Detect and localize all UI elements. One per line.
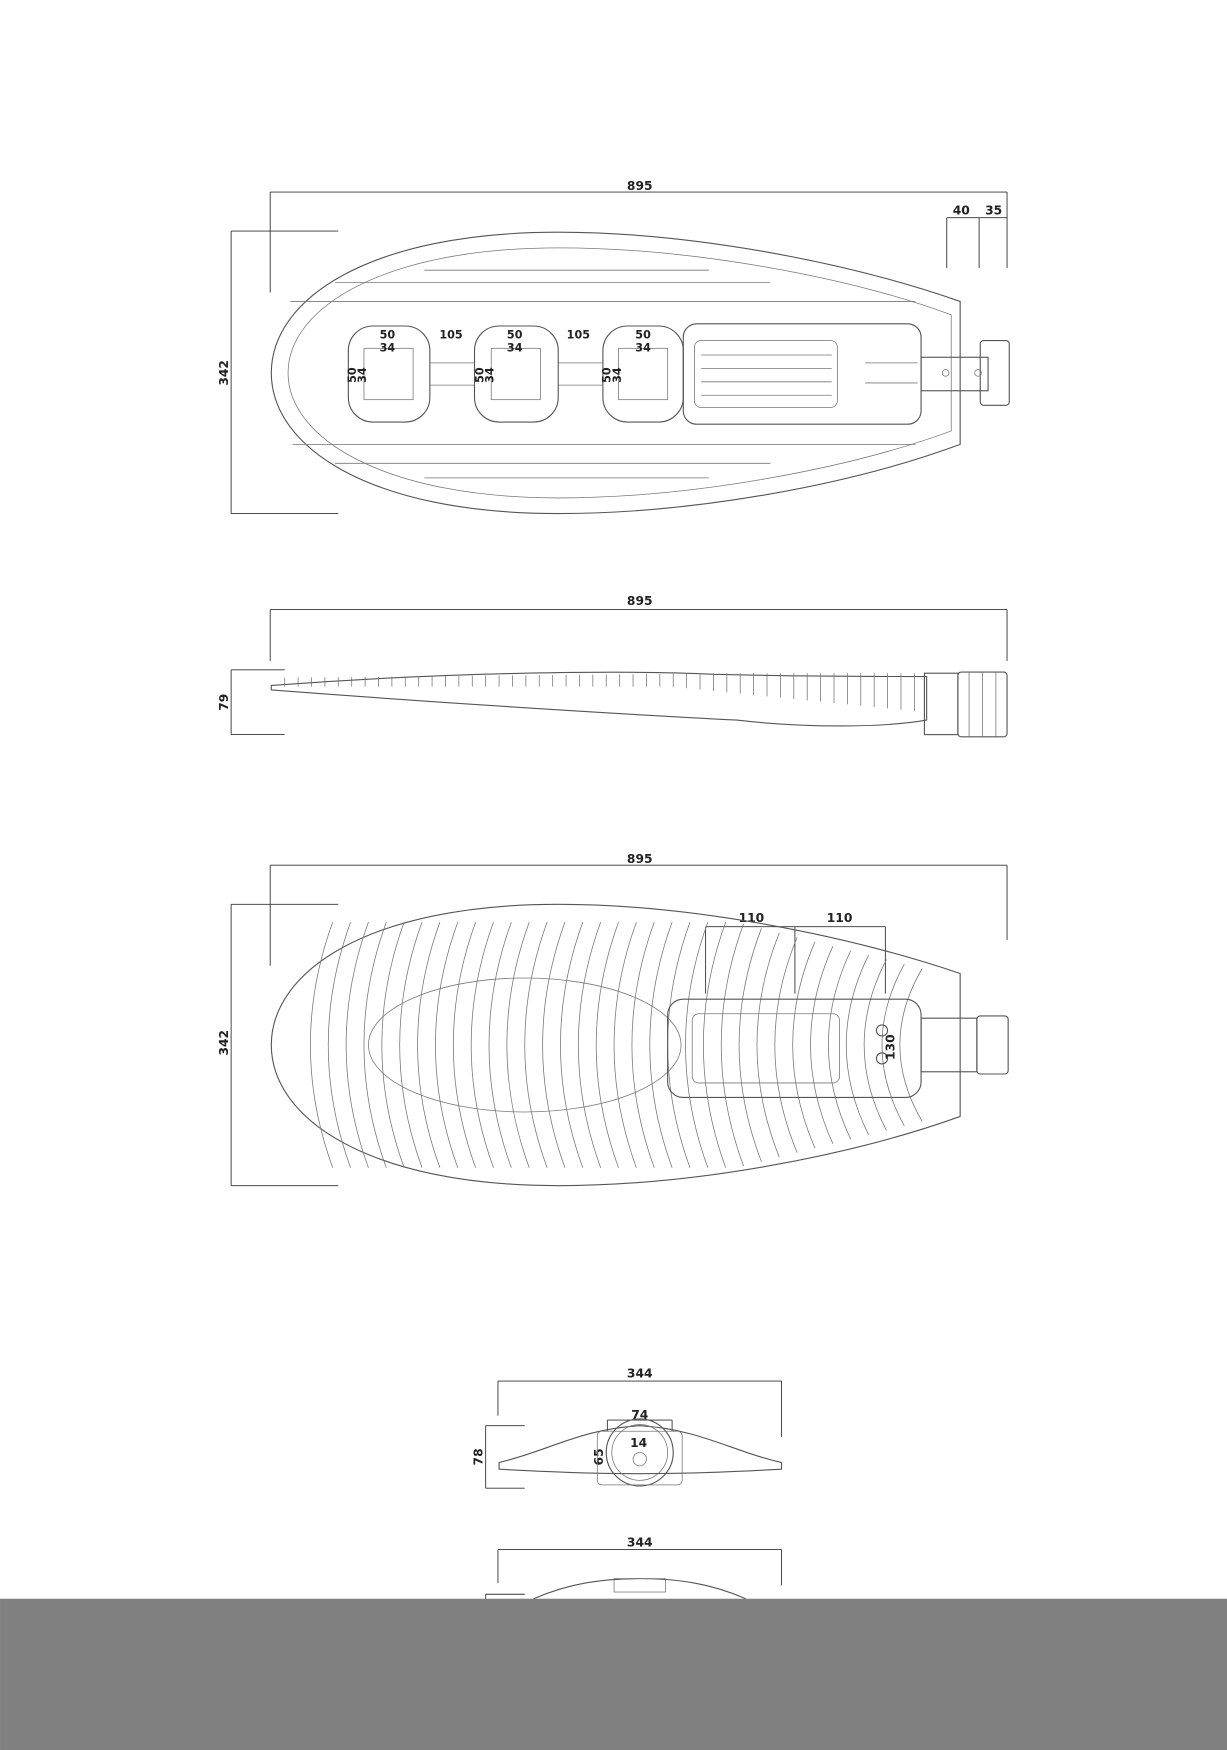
cooling-fin [345, 922, 369, 1168]
width-dimension: 342 [217, 1030, 231, 1056]
end-height-dimension: 78 [471, 1448, 485, 1465]
cooling-fin [560, 922, 584, 1168]
bracket-dimension-b: 35 [985, 203, 1002, 217]
pipe-section [605, 1418, 674, 1487]
cooling-fin [738, 928, 762, 1162]
spacing-label-2: 110 [827, 911, 853, 925]
cooling-fin [327, 922, 351, 1168]
spacing-label-1: 110 [739, 911, 765, 925]
module-height-label: 50 [601, 367, 614, 383]
height-dimension: 79 [217, 694, 231, 711]
cooling-fin [845, 954, 869, 1136]
led-module-1 [347, 325, 431, 423]
center-recess [368, 977, 682, 1113]
pole-bracket [920, 339, 1010, 406]
cooling-fin [792, 941, 816, 1149]
led-module-2 [473, 325, 559, 423]
side-view: 895 79 [217, 594, 1008, 738]
cooling-fin [863, 959, 887, 1131]
cooling-fin [381, 922, 405, 1168]
cooling-fin [667, 922, 691, 1168]
bottom-view: 895 342 110 110 130 [217, 852, 1009, 1187]
pipe-height-dimension: 65 [592, 1448, 606, 1465]
cooling-fin [613, 922, 637, 1168]
module-inner-height-label: 34 [611, 367, 624, 383]
cooling-fin [774, 937, 798, 1153]
end-view: 344 78 74 14 65 [471, 1367, 783, 1489]
length-dimension: 895 [627, 594, 653, 608]
mount-spacing-label: 130 [883, 1034, 897, 1060]
cooling-fin [720, 923, 744, 1167]
hole-dimension: 14 [630, 1436, 647, 1450]
top-view: 895 40 35 342 50 34 105 50 34 105 50 34 … [217, 179, 1010, 515]
cooling-fin [542, 922, 566, 1168]
width-dimension: 342 [217, 360, 231, 386]
cooling-fin [506, 922, 530, 1168]
cooling-fin [363, 922, 387, 1168]
driver-compartment [682, 323, 922, 425]
cooling-fins [284, 673, 915, 712]
housing-outline [270, 903, 961, 1187]
cooling-fin [524, 922, 548, 1168]
housing-inner-outline [287, 247, 952, 499]
cooling-fin [488, 922, 512, 1168]
cooling-fin [435, 922, 459, 1168]
module-inner-label: 34 [380, 342, 396, 355]
cooling-fin [310, 922, 334, 1168]
pole-bracket [923, 671, 1008, 738]
cooling-fin [899, 968, 923, 1122]
cooling-fin [881, 963, 905, 1127]
module-inner-label: 34 [635, 342, 651, 355]
dimension-lines [230, 191, 1008, 515]
hole [632, 1452, 647, 1467]
cooling-fin [399, 922, 423, 1168]
length-dimension: 895 [627, 179, 653, 193]
module-inner-height-label: 34 [483, 367, 496, 383]
module-inner-label: 34 [507, 342, 523, 355]
module-gap-label-2: 105 [567, 328, 590, 341]
gray-overlay-bar [0, 1598, 1227, 1750]
cooling-fin [756, 932, 780, 1158]
cooling-fin [685, 922, 709, 1168]
cooling-fins [310, 922, 923, 1168]
module-height-label: 50 [346, 367, 359, 383]
end-width-dimension: 344 [627, 1367, 653, 1381]
cooling-fin [828, 950, 852, 1140]
module-gap-label-1: 105 [439, 328, 462, 341]
cooling-fin [810, 946, 834, 1144]
cooling-fin [595, 922, 619, 1168]
pipe-width-dimension: 74 [631, 1408, 648, 1422]
housing-outline [270, 231, 961, 515]
cooling-fin [631, 922, 655, 1168]
pole-bracket [920, 1015, 1009, 1075]
housing-ribs [290, 269, 916, 479]
cooling-fin [578, 922, 602, 1168]
module-width-label: 50 [507, 328, 523, 341]
cooling-fin [452, 922, 476, 1168]
end-profile [498, 1425, 783, 1475]
module-height-label: 50 [473, 367, 486, 383]
cooling-fin [470, 922, 494, 1168]
end-width-dimension: 344 [627, 1535, 653, 1549]
end-view-2: 344 [485, 1535, 782, 1600]
module-width-label: 50 [635, 328, 651, 341]
cooling-fin [649, 922, 673, 1168]
bracket-dimension-a: 40 [953, 203, 970, 217]
cooling-fin [417, 922, 441, 1168]
length-dimension: 895 [627, 852, 653, 866]
cooling-fin [703, 922, 727, 1168]
module-width-label: 50 [380, 328, 396, 341]
module-inner-height-label: 34 [356, 367, 369, 383]
housing-profile [270, 671, 928, 727]
